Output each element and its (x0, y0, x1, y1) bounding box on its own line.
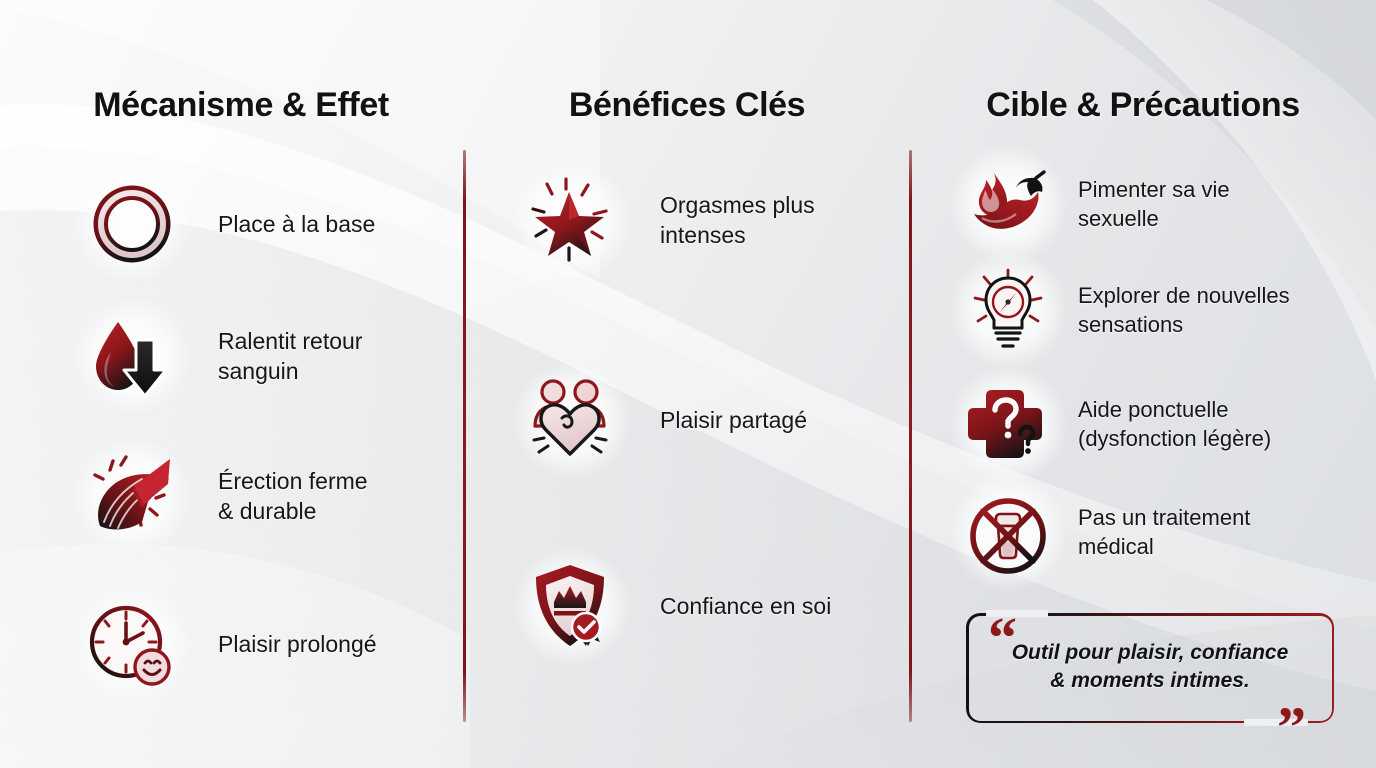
list-item-label: Plaisir prolongé (218, 630, 377, 657)
shield-crown-badge-icon (524, 558, 620, 654)
list-item-label: Aide ponctuelle (dysfonction légère) (1078, 396, 1272, 451)
quote-callout: “ Outil pour plaisir, confiance & moment… (966, 609, 1334, 757)
column-cible-precautions: Cible & Précautions (910, 0, 1376, 768)
quote-text: Outil pour plaisir, confiance & moments … (1011, 641, 1289, 693)
medical-cross-question-icon (962, 382, 1054, 466)
blood-drop-down-arrow-icon (84, 308, 180, 404)
quote-close-mark: ” (1277, 695, 1306, 760)
list-item-label: Pimenter sa vie sexuelle (1078, 176, 1230, 231)
quote-frame-gap-bottom (1244, 719, 1308, 726)
rising-arrow-icon (84, 448, 180, 544)
list-item-label: Confiance en soi (660, 592, 832, 619)
ring-icon (84, 176, 180, 272)
list-item-label: Orgasmes plus intenses (660, 191, 815, 248)
no-medication-icon (962, 490, 1054, 574)
list-item: Plaisir partagé (524, 372, 807, 468)
list-item: Pimenter sa vie sexuelle (962, 162, 1230, 246)
list-item-label: Pas un traitement médical (1078, 504, 1251, 559)
list-item: Plaisir prolongé (84, 596, 377, 692)
column-divider-1 (463, 150, 466, 722)
list-item-label: Explorer de nouvelles sensations (1078, 282, 1290, 337)
column-divider-2 (909, 150, 912, 722)
quote-open-mark: “ (988, 605, 1017, 670)
clock-smiley-icon (84, 596, 180, 692)
list-item-label: Plaisir partagé (660, 406, 808, 433)
couple-heart-icon (524, 372, 620, 468)
list-item: Ralentit retour sanguin (84, 308, 362, 404)
quote-frame-gap-top (986, 610, 1048, 617)
chili-flame-icon (962, 162, 1054, 246)
list-item: Pas un traitement médical (962, 490, 1250, 574)
list-item-label: Érection ferme & durable (218, 467, 368, 524)
column-title-2: Bénéfices Clés (568, 86, 806, 124)
list-item: Aide ponctuelle (dysfonction légère) (962, 382, 1271, 466)
lightbulb-compass-icon (962, 268, 1054, 352)
column-mecanisme-effet: Mécanisme & Effet (0, 0, 464, 768)
list-item: Explorer de nouvelles sensations (962, 268, 1290, 352)
column-benefices-cles: Bénéfices Clés (464, 0, 910, 768)
column-title-3: Cible & Précautions (986, 86, 1300, 124)
sparkling-star-icon (524, 172, 620, 268)
list-item: Érection ferme & durable (84, 448, 368, 544)
list-item: Confiance en soi (524, 558, 831, 654)
quote-frame-border (966, 613, 1334, 723)
column-title-1: Mécanisme & Effet (93, 86, 389, 124)
list-item: Place à la base (84, 176, 375, 272)
list-item-label: Ralentit retour sanguin (218, 327, 363, 384)
list-item-label: Place à la base (218, 210, 376, 237)
list-item: Orgasmes plus intenses (524, 172, 815, 268)
